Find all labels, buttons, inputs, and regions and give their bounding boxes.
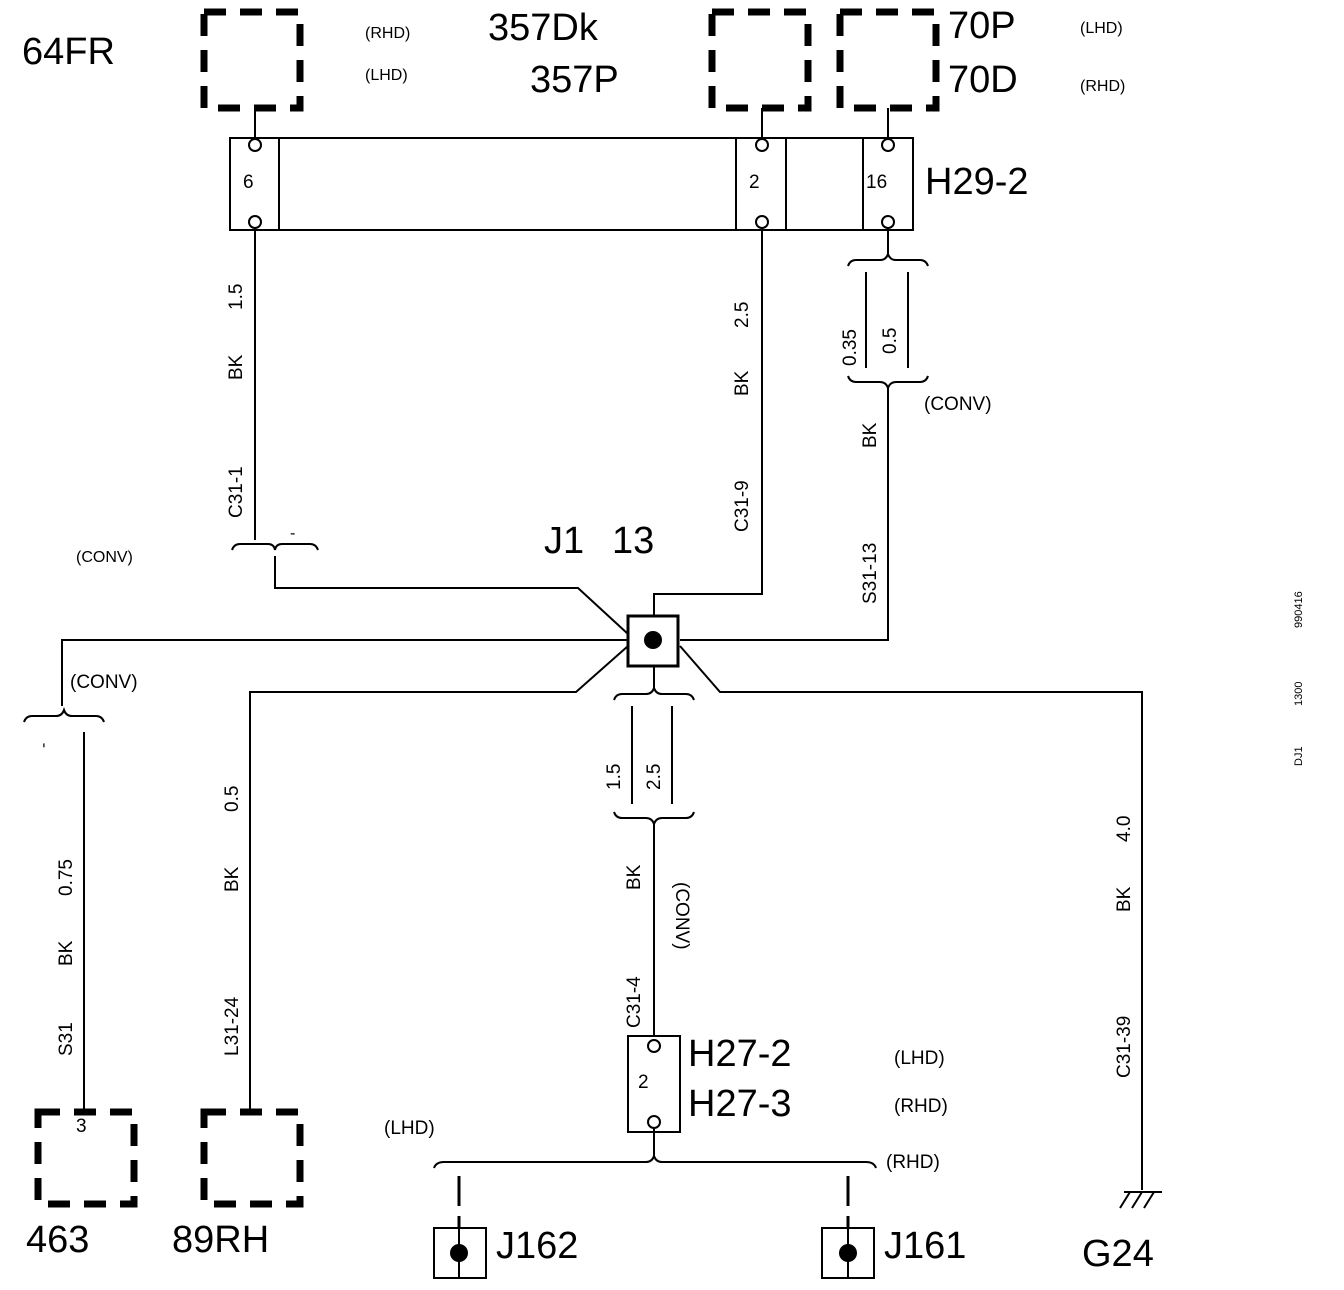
label-h29-2: H29-2	[925, 161, 1029, 203]
wire-c31-4-size-a: 1.5	[604, 764, 625, 790]
wire-c31-9-id: C31-9	[732, 480, 753, 532]
wire-s31-13-id: S31-13	[860, 543, 881, 604]
tag-lhd-h27: (LHD)	[894, 1048, 945, 1069]
wire-c31-4-id: C31-4	[624, 976, 645, 1028]
label-64fr: 64FR	[22, 31, 115, 73]
label-j162: J162	[496, 1225, 578, 1267]
ref-code-b: 1300	[1293, 682, 1305, 706]
tag-conv-center: (CONV)	[671, 882, 692, 950]
component-64fr-box	[200, 8, 304, 112]
wire-c31-1-route	[274, 556, 629, 635]
component-89rh-box	[200, 1108, 304, 1208]
label-g24: G24	[1082, 1233, 1154, 1275]
splice-bracket-far-left	[23, 706, 105, 723]
wire-c31-39-id: C31-39	[1114, 1016, 1135, 1078]
tag-conv-left: (CONV)	[76, 549, 133, 566]
component-357-box	[708, 8, 812, 112]
h29-pin-6: 6	[243, 172, 254, 193]
split-bracket-bottom	[433, 1152, 877, 1169]
wire-l31-24	[249, 645, 629, 1110]
tag-lhd-bottom: (LHD)	[384, 1118, 435, 1139]
label-h27-3: H27-3	[688, 1083, 792, 1125]
wire-c31-9-color: BK	[732, 370, 753, 396]
junction-number: 13	[612, 520, 654, 562]
component-70-box	[836, 8, 940, 112]
tag-lhd-70p: (LHD)	[1080, 20, 1123, 37]
label-357p: 357P	[530, 59, 619, 101]
wire-c31-1-dash: -	[290, 525, 295, 542]
wire-c31-39-size: 4.0	[1114, 816, 1135, 842]
wire-c31-4-color: BK	[624, 864, 645, 890]
label-h27-2: H27-2	[688, 1033, 792, 1075]
tag-rhd-h27: (RHD)	[894, 1096, 948, 1117]
splice-bracket-right-bottom	[847, 375, 929, 392]
label-70d: 70D	[948, 59, 1018, 101]
junction-name: J1	[544, 520, 584, 562]
wire-c31-1-id: C31-1	[226, 466, 247, 518]
tag-conv-right: (CONV)	[924, 394, 992, 415]
tag-lhd-top: (LHD)	[365, 67, 408, 84]
wire-c31-1-size: 1.5	[226, 284, 247, 310]
h27-pin-2: 2	[638, 1072, 649, 1093]
ref-code-c: DJ1	[1293, 746, 1305, 766]
label-j161: J161	[884, 1225, 966, 1267]
splice-bracket-right-top	[847, 250, 929, 267]
h29-pin-2: 2	[749, 172, 760, 193]
wire-s31-size: 0.75	[56, 859, 77, 896]
h29-pin-16: 16	[866, 172, 887, 193]
label-89rh: 89RH	[172, 1219, 269, 1261]
splice-bracket-left	[231, 543, 319, 551]
wire-c31-4-size-b: 2.5	[644, 764, 665, 790]
label-357dk: 357Dk	[488, 7, 599, 49]
connector-h27	[627, 1035, 681, 1133]
tag-rhd-top: (RHD)	[365, 25, 410, 42]
wire-s31-13	[680, 388, 889, 641]
splice-bracket-center-top	[613, 684, 695, 701]
junction-j162	[433, 1227, 487, 1279]
wire-s31-color: BK	[56, 940, 77, 966]
ground-symbol	[1119, 1191, 1162, 1209]
splice-bracket-center-bottom	[613, 811, 695, 828]
wire-l31-24-size: 0.5	[222, 786, 243, 812]
junction-j1	[626, 614, 680, 668]
wire-s31-13-color: BK	[860, 422, 881, 448]
label-463: 463	[26, 1219, 89, 1261]
wire-c31-9-size: 2.5	[732, 302, 753, 328]
tag-rhd-70d: (RHD)	[1080, 78, 1125, 95]
connector-h29-2	[229, 108, 914, 231]
tag-conv-far-left: (CONV)	[70, 672, 138, 693]
label-70p: 70P	[948, 5, 1016, 47]
c463-pin-3: 3	[76, 1116, 87, 1137]
wire-c31-39-color: BK	[1114, 886, 1135, 912]
tag-rhd-bottom: (RHD)	[886, 1152, 940, 1173]
component-463-box	[34, 1108, 138, 1208]
wire-s31-13-size-b: 0.5	[880, 328, 901, 354]
wire-c31-1-color: BK	[226, 354, 247, 380]
wire-c31-9	[653, 228, 763, 616]
wire-l31-24-color: BK	[222, 866, 243, 892]
wire-l31-24-id: L31-24	[222, 996, 243, 1056]
wire-c31-39	[679, 645, 1143, 1190]
wire-s31-route	[61, 639, 628, 706]
ref-code-a: 990416	[1293, 591, 1305, 628]
wire-s31-id: S31	[56, 1022, 77, 1056]
wire-s31-dash: -	[35, 743, 52, 748]
junction-j161	[821, 1227, 875, 1279]
wire-s31-13-size-a: 0.35	[840, 329, 861, 366]
